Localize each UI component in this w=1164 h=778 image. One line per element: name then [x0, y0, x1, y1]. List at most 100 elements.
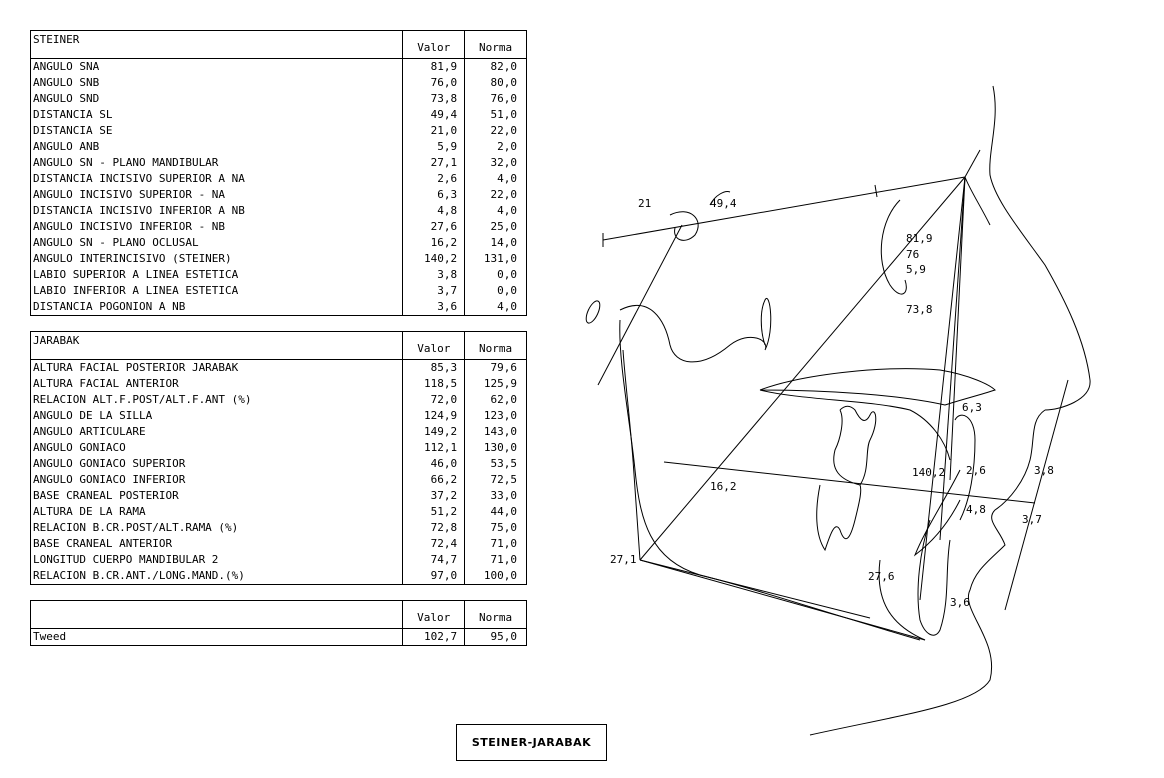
row-label: RELACION B.CR.POST/ALT.RAMA (%) [29, 520, 404, 536]
table-title [29, 600, 404, 629]
analysis-title-box: STEINER-JARABAK [456, 724, 607, 761]
row-norm: 75,0 [464, 520, 527, 536]
row-norm: 0,0 [464, 283, 527, 299]
row-value: 3,6 [402, 299, 466, 316]
row-norm: 82,0 [464, 58, 527, 75]
s-articulare-line [597, 224, 683, 386]
label-se: 21 [638, 197, 651, 210]
mandibular-plane-inner [639, 559, 871, 619]
row-label: DISTANCIA INCISIVO INFERIOR A NB [29, 203, 404, 219]
occlusal-plane [663, 461, 1036, 504]
symphysis-outer [878, 559, 926, 641]
row-value: 72,4 [402, 536, 466, 552]
row-value: 81,9 [402, 58, 466, 75]
column-header-norm: Norma [464, 331, 527, 360]
mandibular-plane [639, 559, 926, 641]
sella-outline [669, 211, 699, 241]
row-value: 49,4 [402, 107, 466, 123]
row-label: DISTANCIA SE [29, 123, 404, 139]
row-norm: 80,0 [464, 75, 527, 91]
row-label: RELACION ALT.F.POST/ALT.F.ANT (%) [29, 392, 404, 408]
row-label: RELACION B.CR.ANT./LONG.MAND.(%) [29, 568, 404, 585]
row-label: ANGULO SN - PLANO OCLUSAL [29, 235, 404, 251]
sn-line [602, 176, 966, 241]
n-gonion-line [639, 176, 966, 561]
row-value: 149,2 [402, 424, 466, 440]
sella-clinoid [709, 191, 731, 206]
row-value: 118,5 [402, 376, 466, 392]
label-interincisal: 140,2 [912, 466, 945, 479]
row-value: 4,8 [402, 203, 466, 219]
column-header-norm: Norma [464, 600, 527, 629]
row-norm: 25,0 [464, 219, 527, 235]
upper-incisor [954, 414, 976, 521]
label-pogonion: 3,6 [950, 596, 970, 609]
row-label: ALTURA FACIAL ANTERIOR [29, 376, 404, 392]
row-value: 6,3 [402, 187, 466, 203]
row-norm: 143,0 [464, 424, 527, 440]
lower-incisor [913, 469, 961, 557]
row-label: ANGULO INTERINCISIVO (STEINER) [29, 251, 404, 267]
row-norm: 51,0 [464, 107, 527, 123]
row-value: 102,7 [402, 628, 466, 646]
row-norm: 44,0 [464, 504, 527, 520]
row-label: DISTANCIA SL [29, 107, 404, 123]
row-label: ANGULO ARTICULARE [29, 424, 404, 440]
row-label: LABIO INFERIOR A LINEA ESTETICA [29, 283, 404, 299]
row-value: 51,2 [402, 504, 466, 520]
mandible-border [619, 319, 921, 641]
maxilla-outline [759, 389, 951, 461]
table-title: JARABAK [29, 331, 404, 360]
row-label: ANGULO ANB [29, 139, 404, 155]
label-snb: 76 [906, 248, 919, 261]
row-value: 37,2 [402, 488, 466, 504]
row-norm: 125,9 [464, 376, 527, 392]
label-occlusal: 16,2 [710, 480, 737, 493]
row-norm: 22,0 [464, 123, 527, 139]
row-value: 27,1 [402, 155, 466, 171]
row-label: BASE CRANEAL POSTERIOR [29, 488, 404, 504]
profile-nasion [964, 176, 991, 226]
row-label: ANGULO SN - PLANO MANDIBULAR [29, 155, 404, 171]
orbit-outline [880, 199, 907, 295]
row-norm: 22,0 [464, 187, 527, 203]
row-value: 3,8 [402, 267, 466, 283]
row-norm: 4,0 [464, 203, 527, 219]
row-label: ANGULO SND [29, 91, 404, 107]
row-norm: 95,0 [464, 628, 527, 646]
row-norm: 123,0 [464, 408, 527, 424]
row-norm: 131,0 [464, 251, 527, 267]
row-norm: 33,0 [464, 488, 527, 504]
row-norm: 100,0 [464, 568, 527, 585]
n-d-line [949, 176, 966, 481]
row-norm: 0,0 [464, 267, 527, 283]
profile-forehead-nose [989, 85, 1091, 411]
palate-outline [759, 368, 996, 406]
row-label: DISTANCIA POGONION A NB [29, 299, 404, 316]
row-label: DISTANCIA INCISIVO SUPERIOR A NA [29, 171, 404, 187]
label-sl: 49,4 [710, 197, 737, 210]
row-norm: 14,0 [464, 235, 527, 251]
ramus-line [622, 349, 641, 561]
row-norm: 4,0 [464, 171, 527, 187]
